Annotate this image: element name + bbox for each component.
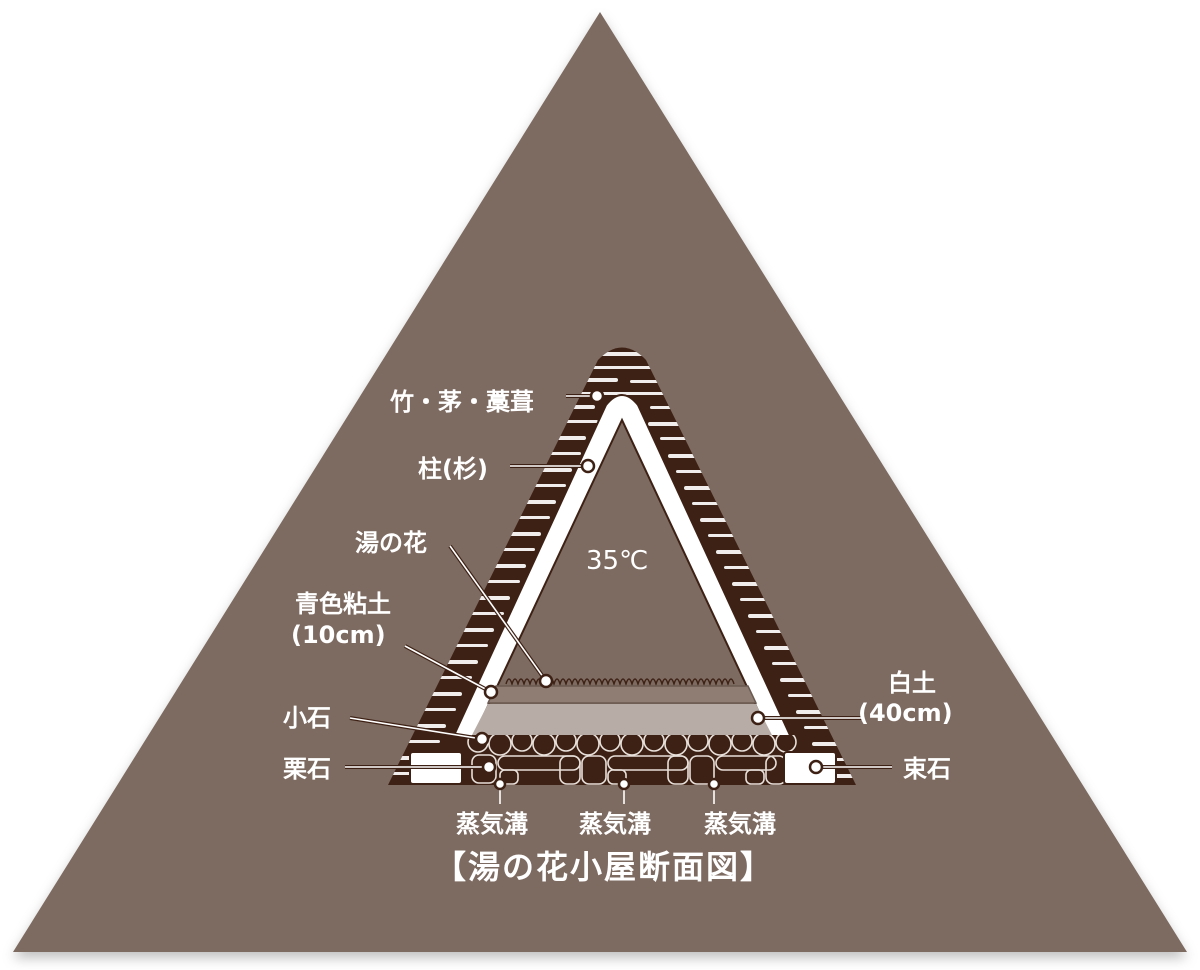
label-blue-clay-thickness: (10cm) — [291, 621, 386, 649]
label-white-soil-thickness: (40cm) — [858, 699, 953, 727]
label-white-soil: 白土 — [888, 669, 936, 697]
label-cobblestones: 栗石 — [283, 755, 331, 783]
label-temperature: 35℃ — [586, 546, 648, 576]
label-yunohana: 湯の花 — [355, 529, 427, 557]
label-steam-channel-3: 蒸気溝 — [704, 810, 776, 838]
label-pillar: 柱(杉) — [418, 455, 488, 483]
floor-layers — [420, 678, 822, 785]
label-steam-channel-1: 蒸気溝 — [456, 810, 528, 838]
label-steam-channel-2: 蒸気溝 — [579, 810, 651, 838]
diagram-title: 【湯の花小屋断面図】 — [434, 848, 774, 886]
leader-lines — [345, 394, 892, 804]
label-small-stones: 小石 — [283, 704, 331, 732]
label-foundation-stone: 束石 — [903, 755, 951, 783]
marker-dots — [474, 388, 824, 791]
label-roof: 竹・茅・藁葺 — [389, 388, 534, 416]
label-blue-clay: 青色粘土 — [295, 590, 391, 618]
